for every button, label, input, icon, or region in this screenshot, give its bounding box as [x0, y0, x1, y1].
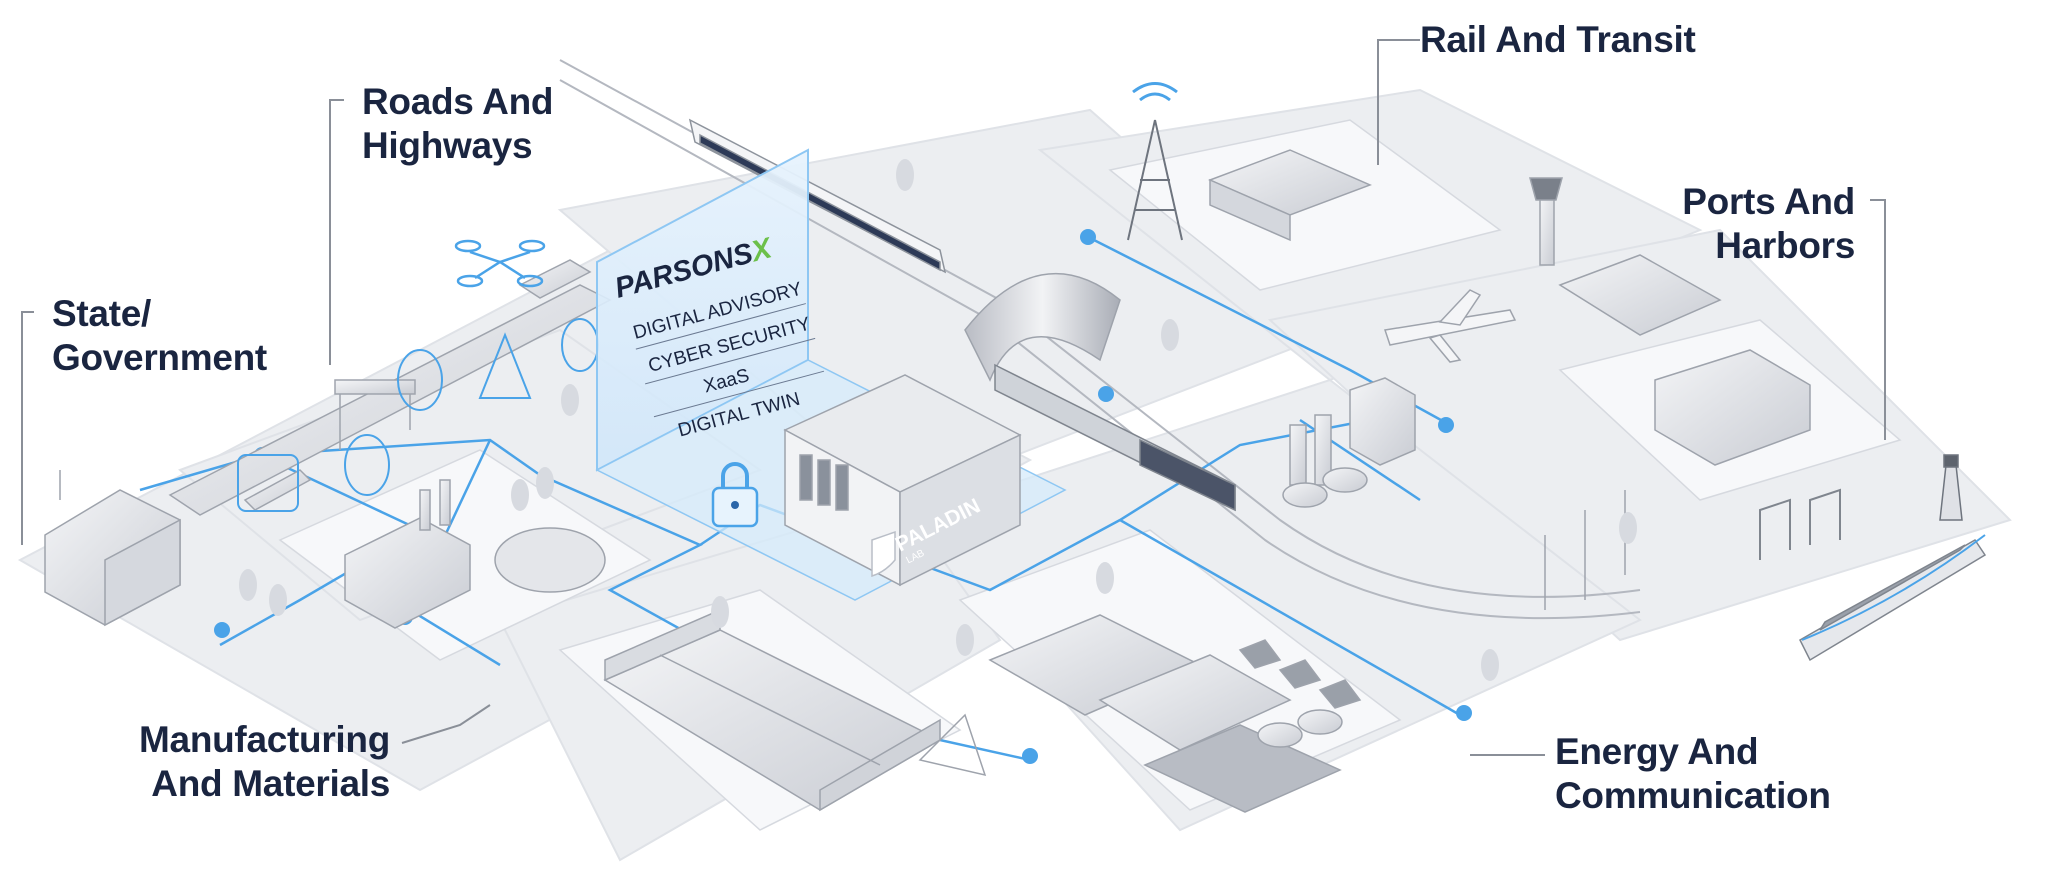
drone-illustration [454, 239, 546, 288]
label-manufacturing-materials: Manufacturing And Materials [139, 719, 390, 804]
lock-icon [711, 462, 759, 528]
wifi-icon [1132, 82, 1178, 102]
passenger-train [688, 118, 947, 274]
highway-highlights [237, 318, 599, 512]
energy-plant [988, 614, 1362, 813]
rail-track [559, 59, 1641, 620]
paladin-lab-name: PALADIN [892, 494, 984, 556]
highway-structures [168, 259, 612, 516]
label-roads-highways: Roads And Highways [362, 81, 554, 166]
ship-wake [1801, 534, 1986, 641]
manufacturing-floor [603, 608, 987, 812]
cell-tower [1127, 119, 1183, 241]
lighthouse [1939, 454, 1963, 521]
label-leaders [21, 39, 1886, 756]
control-tower [1529, 177, 1811, 466]
label-state-government: State/ Government [52, 293, 267, 378]
paladin-lab [783, 374, 1022, 587]
paladin-shield-icon [871, 530, 896, 578]
label-energy-communication: Energy And Communication [1555, 731, 1831, 816]
label-ports-harbors: Ports And Harbors [1682, 181, 1855, 266]
rail-station [964, 149, 1372, 382]
port-cranes [1759, 488, 1841, 560]
panel-item-digital-twin: DIGITAL TWIN [676, 389, 802, 442]
freight-train [994, 363, 1236, 512]
trees [239, 159, 1637, 681]
label-rail-transit: Rail And Transit [1420, 19, 1696, 60]
factory-building [344, 479, 606, 629]
cargo-ship [1799, 539, 1987, 662]
airplane [1384, 289, 1517, 363]
power-facility [1282, 377, 1626, 610]
government-building [44, 470, 181, 627]
